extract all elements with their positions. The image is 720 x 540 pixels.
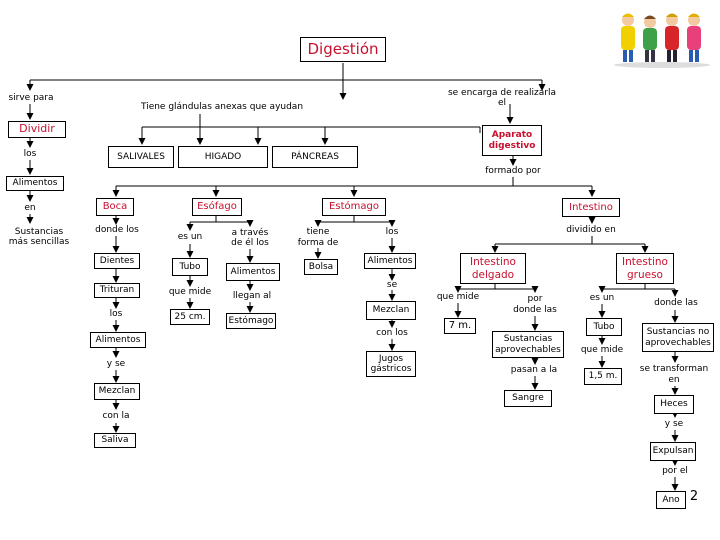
link-formado-por: formado por <box>485 166 541 177</box>
node-saliva: Saliva <box>94 433 136 448</box>
link-y-se-1: y se <box>106 358 126 369</box>
link-donde-los: donde los <box>95 225 139 236</box>
node-intestino-grueso: Intestino grueso <box>616 253 674 284</box>
link-por-donde-las: por donde las <box>513 294 557 315</box>
link-que-mide-2: que mide <box>436 292 480 303</box>
link-con-los: con los <box>376 328 408 339</box>
concept-map-title: Digestión <box>300 37 386 62</box>
node-alimentos-4: Alimentos <box>90 332 146 348</box>
node-ano: Ano <box>656 491 686 509</box>
node-tubo-1: Tubo <box>172 258 208 276</box>
link-que-mide-1: que mide <box>168 287 212 298</box>
node-sustancias-sencillas: Sustancias más sencillas <box>8 226 70 247</box>
node-tubo-2: Tubo <box>586 318 622 336</box>
node-expulsan: Expulsan <box>650 442 696 461</box>
node-heces: Heces <box>654 395 694 414</box>
link-los-3: los <box>109 309 123 320</box>
node-mezclan-1: Mezclan <box>366 301 416 320</box>
link-se: se <box>386 280 398 291</box>
node-sangre: Sangre <box>504 390 552 407</box>
link-tiene-forma: tiene forma de <box>297 227 339 248</box>
node-alimentos-1: Alimentos <box>6 176 64 191</box>
node-25-cm: 25 cm. <box>170 309 210 325</box>
link-llegan-al: llegan al <box>232 291 272 302</box>
node-intestino: Intestino <box>562 198 620 217</box>
link-los-2: los <box>385 227 399 238</box>
node-jugos-gastricos: Jugos gástricos <box>366 351 416 377</box>
node-estomago-2: Estómago <box>226 313 276 329</box>
node-salivales: SALIVALES <box>108 146 174 168</box>
link-en: en <box>24 203 36 214</box>
node-esofago: Esófago <box>192 198 242 216</box>
node-higado: HIGADO <box>178 146 268 168</box>
link-se-encarga: se encarga de realizarla el <box>447 87 557 108</box>
node-alimentos-2: Alimentos <box>226 263 280 281</box>
node-boca: Boca <box>96 198 134 216</box>
link-a-traves: a través de él los <box>231 227 269 248</box>
link-se-transforman: se transforman en <box>639 364 709 385</box>
node-alimentos-3: Alimentos <box>364 253 416 269</box>
page-number: 2 <box>689 488 699 504</box>
node-sustancias-no-aprovechables: Sustancias no aprovechables <box>642 323 714 352</box>
link-glandulas-anexas: Tiene glándulas anexas que ayudan <box>140 102 304 113</box>
link-que-mide-3: que mide <box>580 345 624 356</box>
node-bolsa: Bolsa <box>304 259 338 275</box>
node-dividir: Dividir <box>8 121 66 138</box>
node-trituran: Trituran <box>94 283 140 298</box>
link-los-1: los <box>23 149 37 160</box>
link-es-un-1: es un <box>177 232 203 243</box>
node-intestino-delgado: Intestino delgado <box>460 253 526 284</box>
link-dividido-en: dividido en <box>566 224 616 235</box>
link-por-el: por el <box>662 466 688 477</box>
link-con-la: con la <box>102 411 130 422</box>
link-y-se-2: y se <box>664 418 684 429</box>
link-es-un-2: es un <box>589 293 615 304</box>
link-sirve-para: sirve para <box>8 92 54 103</box>
node-sustancias-aprovechables: Sustancias aprovechables <box>492 331 564 358</box>
node-1-5-m: 1,5 m. <box>584 368 622 385</box>
link-pasan-a-la: pasan a la <box>510 365 558 376</box>
node-estomago: Estómago <box>322 198 386 216</box>
node-pancreas: PÁNCREAS <box>272 146 358 168</box>
node-mezclan-2: Mezclan <box>94 383 140 400</box>
node-7-m: 7 m. <box>444 318 476 334</box>
node-dientes: Dientes <box>94 253 140 269</box>
link-donde-las: donde las <box>654 298 698 309</box>
children-illustration <box>614 13 710 68</box>
node-aparato-digestivo: Aparato digestivo <box>482 125 542 156</box>
